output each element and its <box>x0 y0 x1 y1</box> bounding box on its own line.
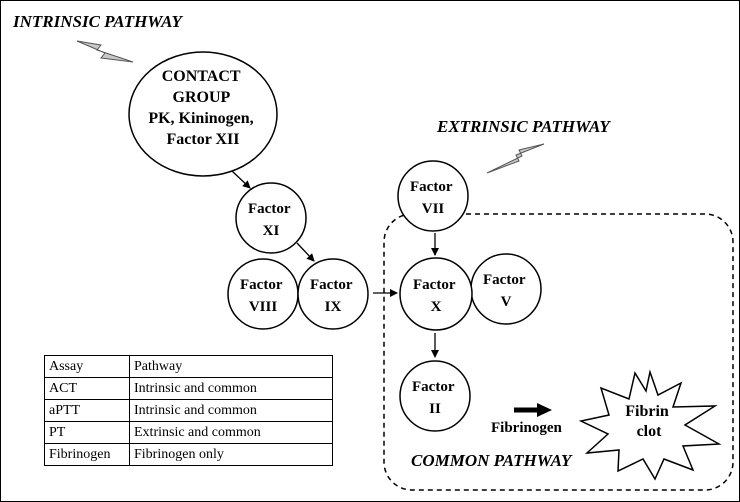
factor-ix-label-1: Factor <box>310 277 353 293</box>
contact-group-label-2: GROUP <box>173 89 231 106</box>
fibrinogen-label: Fibrinogen <box>491 420 562 436</box>
svg-text:Factor II: Factor II <box>412 379 458 417</box>
table-cell-pathway: Intrinsic and common <box>129 377 333 400</box>
contact-group-node <box>128 51 278 177</box>
table-row: Fibrinogen Fibrinogen only <box>44 443 333 466</box>
factor-viii-node <box>227 258 299 330</box>
fibrin-clot-label-1: Fibrin <box>625 403 669 420</box>
table-header-pathway: Pathway <box>129 355 333 378</box>
factor-x-node <box>399 257 473 331</box>
arrow-contact-to-xi <box>231 170 251 189</box>
table-cell-pathway: Extrinsic and common <box>129 421 333 444</box>
common-pathway-heading: COMMON PATHWAY <box>411 451 573 470</box>
factor-v-label-1: Factor <box>483 272 526 288</box>
common-pathway-box <box>383 213 734 491</box>
factor-ii-label-2: II <box>429 401 441 417</box>
fibrin-clot-label-2: clot <box>637 423 663 440</box>
svg-text:Factor XI: Factor XI <box>248 201 294 239</box>
svg-text:Factor X: Factor X <box>413 277 459 315</box>
lightning-bolt-icon <box>76 40 134 63</box>
factor-xi-label-2: XI <box>263 223 280 239</box>
factor-vii-node <box>397 160 469 232</box>
factor-ii-label-1: Factor <box>412 379 455 395</box>
svg-text:Factor VII: Factor VII <box>410 179 456 217</box>
contact-group-label-4: Factor XII <box>166 131 239 148</box>
table-cell-assay: Fibrinogen <box>44 443 130 466</box>
factor-xi-node <box>235 182 307 254</box>
table-header-row: Assay Pathway <box>44 355 333 378</box>
factor-ix-node <box>297 258 369 330</box>
lightning-bolt-icon <box>486 143 545 174</box>
table-cell-assay: PT <box>44 421 130 444</box>
table-cell-assay: aPTT <box>44 399 130 422</box>
arrow-xi-to-ix <box>296 242 315 262</box>
svg-text:Factor V: Factor V <box>483 272 529 310</box>
table-cell-pathway: Fibrinogen only <box>129 443 333 466</box>
factor-v-node <box>470 253 542 325</box>
svg-text:Factor IX: Factor IX <box>310 277 356 315</box>
table-row: ACT Intrinsic and common <box>44 377 333 400</box>
factor-x-label-1: Factor <box>413 277 456 293</box>
svg-text:Factor VIII: Factor VIII <box>240 277 286 315</box>
fibrin-clot-starburst <box>578 369 722 481</box>
svg-text:Fibrin clot: Fibrin clot <box>625 403 673 440</box>
factor-ii-node <box>399 360 471 432</box>
intrinsic-pathway-heading: INTRINSIC PATHWAY <box>12 12 184 31</box>
factor-viii-label-2: VIII <box>249 299 278 315</box>
contact-group-label-3: PK, Kininogen, <box>148 110 253 127</box>
svg-text:CONTACT GROUP PK,: CONTACT GROUP PK, Kininogen, Factor XII <box>148 68 257 148</box>
factor-v-label-2: V <box>501 294 512 310</box>
factor-vii-label-2: VII <box>422 201 445 217</box>
contact-group-label-1: CONTACT <box>162 68 241 85</box>
table-row: aPTT Intrinsic and common <box>44 399 333 422</box>
table-header-assay: Assay <box>44 355 130 378</box>
thick-arrow-head <box>537 403 552 417</box>
table-cell-pathway: Intrinsic and common <box>129 399 333 422</box>
extrinsic-pathway-heading: EXTRINSIC PATHWAY <box>436 117 611 136</box>
factor-xi-label-1: Factor <box>248 201 291 217</box>
table-cell-assay: ACT <box>44 377 130 400</box>
factor-ix-label-2: IX <box>325 299 342 315</box>
assay-pathway-table: Assay Pathway ACT Intrinsic and common a… <box>44 355 333 466</box>
factor-x-label-2: X <box>431 299 442 315</box>
table-row: PT Extrinsic and common <box>44 421 333 444</box>
factor-vii-label-1: Factor <box>410 179 453 195</box>
factor-viii-label-1: Factor <box>240 277 283 293</box>
